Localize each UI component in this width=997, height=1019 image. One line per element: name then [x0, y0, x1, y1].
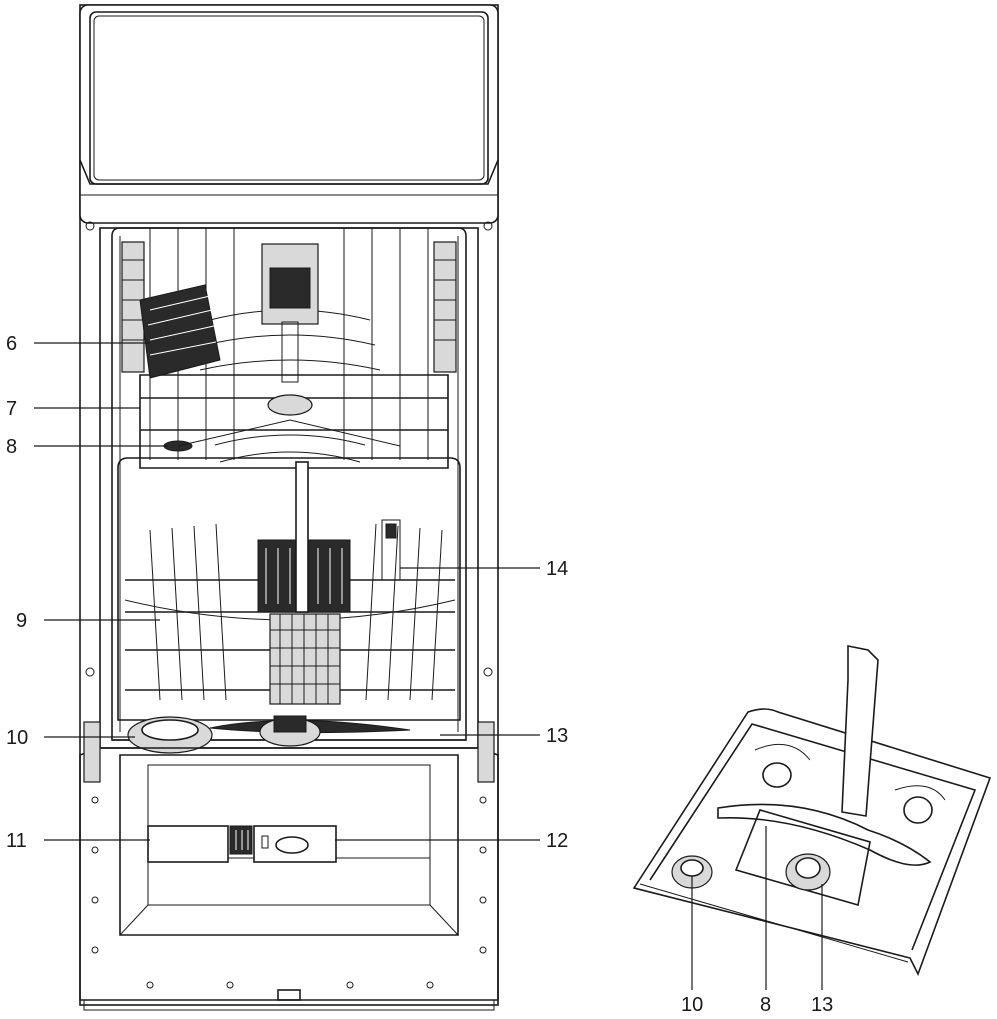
side-rails: [121, 241, 457, 373]
lower-basket: [117, 457, 461, 721]
callout-6: 6: [6, 333, 17, 355]
callout-12: 12: [546, 830, 568, 852]
detail-callout-13: 13: [811, 994, 833, 1014]
dishwasher-front-view: [79, 4, 499, 1011]
callout-labels: 6 7 8 9 10 11 12 13 14 10 8 13: [6, 333, 833, 1016]
control-panel: [79, 4, 499, 231]
detail-callout-8: 8: [760, 994, 771, 1014]
tub-floor-detail-view: [632, 645, 992, 977]
sump-area: [112, 715, 466, 754]
callout-14: 14: [546, 558, 568, 580]
callout-8: 8: [6, 436, 17, 458]
callout-9: 9: [16, 610, 27, 632]
callout-13: 13: [546, 725, 568, 747]
callout-7: 7: [6, 398, 17, 420]
door: [79, 721, 499, 1001]
callout-10: 10: [6, 727, 28, 749]
upper-basket: [139, 228, 449, 469]
callout-11: 11: [6, 830, 27, 852]
detergent-dispenser: [147, 825, 229, 863]
detail-callout-10: 10: [681, 994, 703, 1014]
leader-lines: [34, 342, 823, 990]
